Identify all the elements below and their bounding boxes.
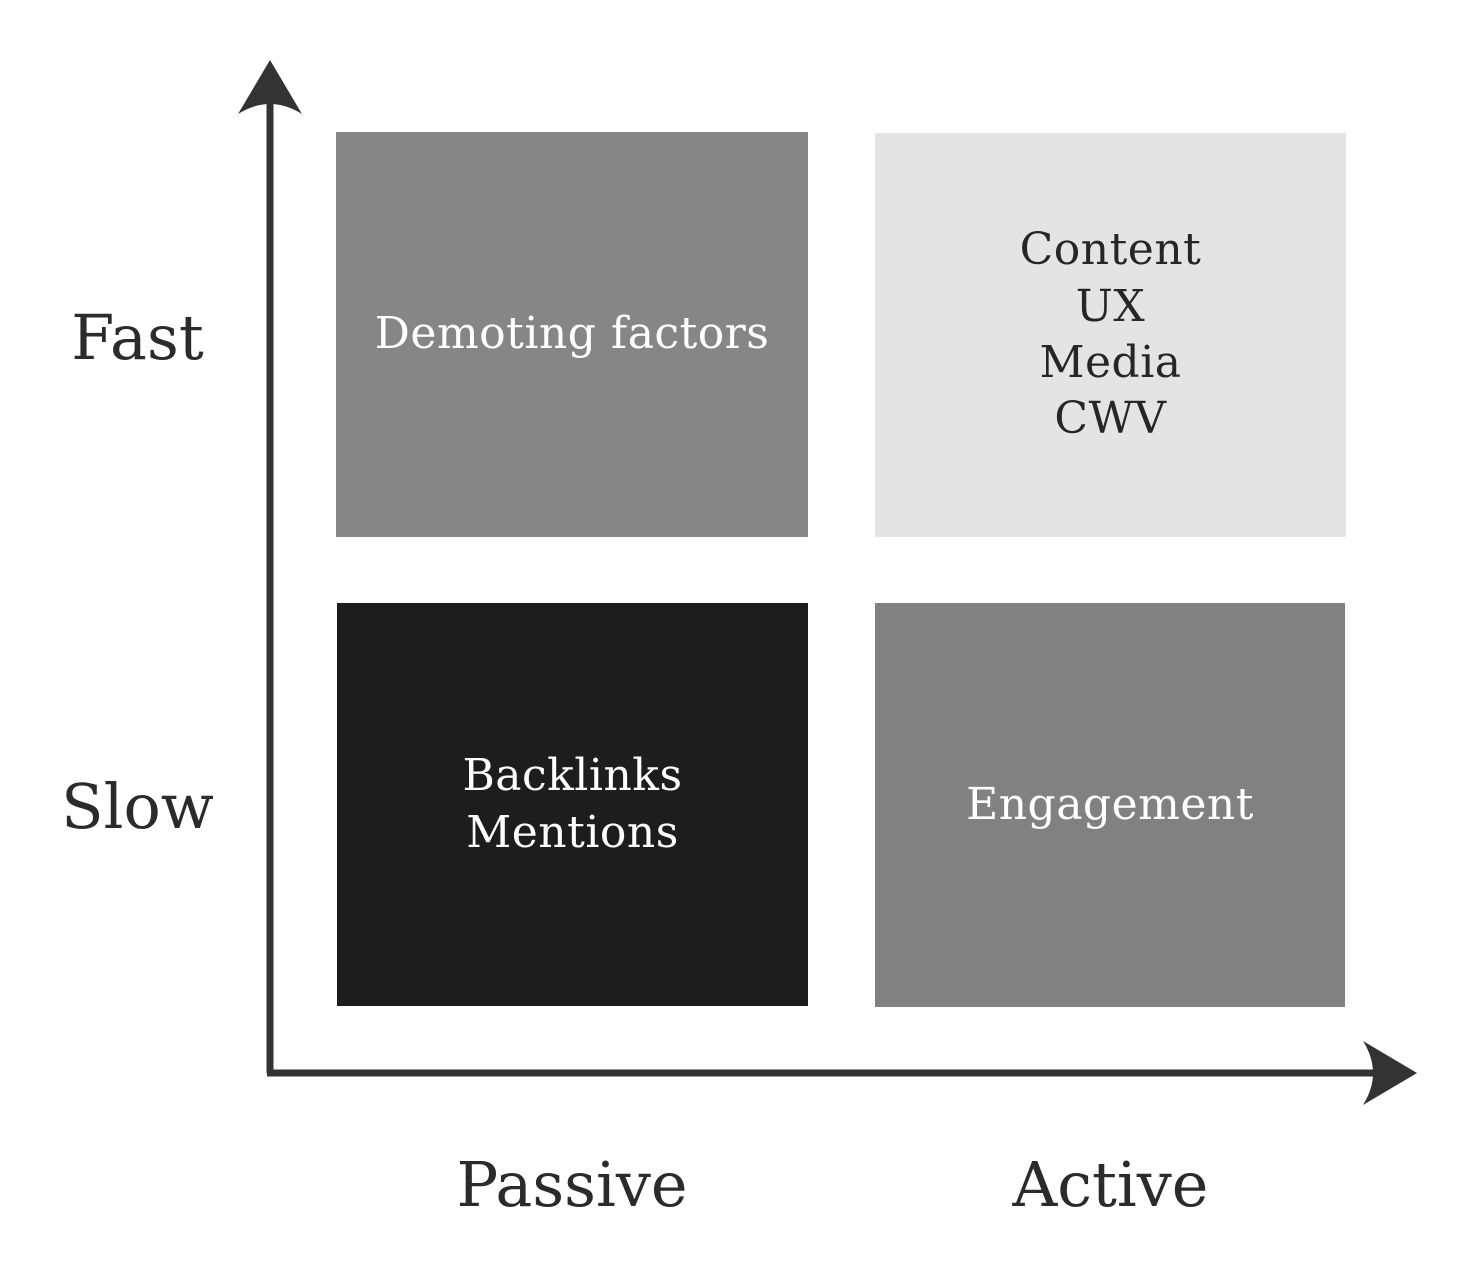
quadrant-bottom-left-backlinks-mentions: Backlinks Mentions: [337, 603, 808, 1006]
quadrant-label-line: UX: [1075, 280, 1146, 332]
quadrant-label-line: Mentions: [466, 806, 679, 858]
y-axis-arrowhead-icon: [238, 60, 302, 114]
quadrant-label-line: Backlinks: [462, 750, 683, 802]
quadrant-label-line: CWV: [1054, 393, 1167, 445]
quadrant-top-right-content-ux-media-cwv: Content UX Media CWV: [875, 133, 1346, 537]
quadrant-bottom-right-engagement: Engagement: [875, 603, 1345, 1007]
quadrant-label-line: Media: [1039, 337, 1182, 388]
quadrant-label: Engagement: [966, 778, 1254, 830]
y-axis-label-slow: Slow: [61, 770, 214, 843]
x-axis-arrowhead-icon: [1363, 1041, 1417, 1105]
x-axis-label-passive: Passive: [456, 1148, 688, 1221]
quadrant-label: Demoting factors: [374, 308, 770, 360]
quadrant-top-left-demoting-factors: Demoting factors: [336, 132, 808, 537]
quadrant-label-line: Content: [1019, 224, 1202, 276]
y-axis-label-fast: Fast: [71, 301, 204, 374]
x-axis-label-active: Active: [1012, 1148, 1209, 1221]
